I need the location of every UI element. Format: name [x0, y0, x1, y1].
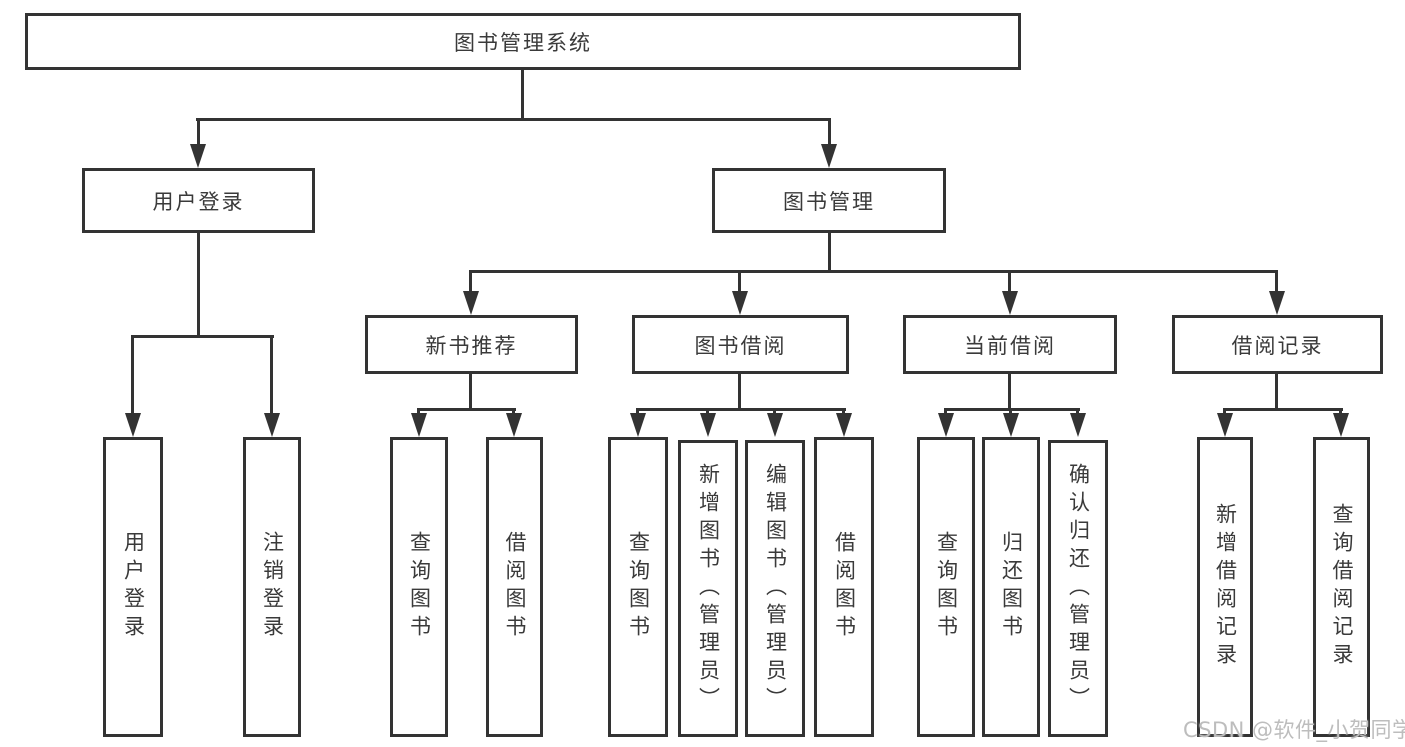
connector-line — [131, 335, 274, 338]
leaf-label: 借阅图书 — [503, 531, 527, 643]
connector-line — [521, 70, 524, 121]
connector-line — [636, 408, 639, 416]
leaf-label: 新增图书（管理员） — [696, 462, 721, 715]
node-book-management-system: 图书管理系统 — [25, 13, 1021, 70]
connector-line — [944, 408, 1080, 411]
leaf-label: 查询图书 — [407, 531, 432, 643]
connector-line — [636, 408, 846, 411]
node-label: 图书管理系统 — [454, 30, 592, 55]
node-borrowing-records: 借阅记录 — [1172, 315, 1383, 374]
leaf-label: 编辑图书（管理员） — [763, 462, 788, 715]
connector-line — [197, 118, 200, 148]
arrow-down-icon — [463, 291, 479, 315]
connector-line — [469, 374, 472, 411]
node-label: 借阅记录 — [1231, 333, 1324, 358]
node-new-book-recommendation: 新书推荐 — [365, 315, 578, 374]
arrow-down-icon — [767, 413, 783, 437]
node-label: 用户登录 — [152, 189, 245, 214]
connector-line — [842, 408, 845, 416]
arrow-down-icon — [1003, 413, 1019, 437]
connector-line — [270, 335, 273, 415]
arrow-down-icon — [125, 413, 141, 437]
arrow-down-icon — [411, 413, 427, 437]
connector-line — [131, 335, 134, 415]
leaf-label: 用户登录 — [121, 531, 146, 643]
node-user-login: 用户登录 — [82, 168, 315, 233]
leaf-label: 注销登录 — [260, 531, 285, 643]
arrow-down-icon — [1002, 291, 1018, 315]
connector-line — [1223, 408, 1226, 416]
connector-line — [1008, 270, 1011, 293]
leaf-label: 查询借阅记录 — [1330, 503, 1354, 671]
connector-line — [738, 374, 741, 411]
leaf-current-return-books: 归还图书 — [982, 437, 1040, 737]
arrow-down-icon — [938, 413, 954, 437]
node-book-borrowing: 图书借阅 — [632, 315, 849, 374]
leaf-current-confirm-return-admin: 确认归还（管理员） — [1048, 440, 1108, 737]
node-book-management: 图书管理 — [712, 168, 946, 233]
connector-line — [417, 408, 516, 411]
connector-line — [196, 118, 831, 121]
arrow-down-icon — [1217, 413, 1233, 437]
arrow-down-icon — [836, 413, 852, 437]
leaf-records-query-record: 查询借阅记录 — [1313, 437, 1370, 737]
connector-line — [828, 118, 831, 148]
connector-line — [469, 270, 1278, 273]
leaf-newrec-query-books: 查询图书 — [390, 437, 448, 737]
leaf-newrec-borrow-books: 借阅图书 — [486, 437, 543, 737]
node-label: 图书借阅 — [694, 333, 787, 358]
connector-line — [706, 408, 709, 416]
leaf-user-login: 用户登录 — [103, 437, 163, 737]
connector-line — [1076, 408, 1079, 416]
connector-line — [828, 233, 831, 273]
node-label: 图书管理 — [783, 189, 875, 214]
leaf-logout-login: 注销登录 — [243, 437, 301, 737]
leaf-current-query-books: 查询图书 — [917, 437, 975, 737]
csdn-watermark: CSDN @软件_小贺同学 — [1183, 718, 1405, 742]
arrow-down-icon — [630, 413, 646, 437]
connector-line — [1223, 408, 1343, 411]
connector-line — [944, 408, 947, 416]
leaf-label: 查询图书 — [934, 531, 959, 643]
node-label: 新书推荐 — [425, 333, 518, 358]
connector-line — [417, 408, 420, 416]
node-current-borrowing: 当前借阅 — [903, 315, 1117, 374]
connector-line — [738, 270, 741, 293]
leaf-borrow-borrow-books: 借阅图书 — [814, 437, 874, 737]
connector-line — [1009, 408, 1012, 416]
leaf-borrow-query-books: 查询图书 — [608, 437, 668, 737]
node-label: 当前借阅 — [964, 333, 1056, 358]
arrow-down-icon — [821, 144, 837, 168]
leaf-label: 借阅图书 — [832, 531, 857, 643]
connector-line — [1275, 270, 1278, 293]
leaf-label: 归还图书 — [999, 531, 1024, 643]
arrow-down-icon — [700, 413, 716, 437]
arrow-down-icon — [190, 144, 206, 168]
leaf-borrow-add-books-admin: 新增图书（管理员） — [678, 440, 738, 737]
connector-line — [197, 233, 200, 338]
leaf-borrow-edit-books-admin: 编辑图书（管理员） — [745, 440, 805, 737]
arrow-down-icon — [1269, 291, 1285, 315]
connector-line — [512, 408, 515, 416]
connector-line — [1339, 408, 1342, 416]
connector-line — [773, 408, 776, 416]
arrow-down-icon — [732, 291, 748, 315]
leaf-label: 查询图书 — [626, 531, 651, 643]
connector-line — [469, 270, 472, 293]
arrow-down-icon — [1070, 413, 1086, 437]
arrow-down-icon — [264, 413, 280, 437]
arrow-down-icon — [506, 413, 522, 437]
leaf-label: 新增借阅记录 — [1213, 503, 1238, 671]
leaf-records-add-record: 新增借阅记录 — [1197, 437, 1253, 737]
connector-line — [1008, 374, 1011, 411]
connector-line — [1275, 374, 1278, 411]
leaf-label: 确认归还（管理员） — [1066, 462, 1091, 715]
arrow-down-icon — [1333, 413, 1349, 437]
